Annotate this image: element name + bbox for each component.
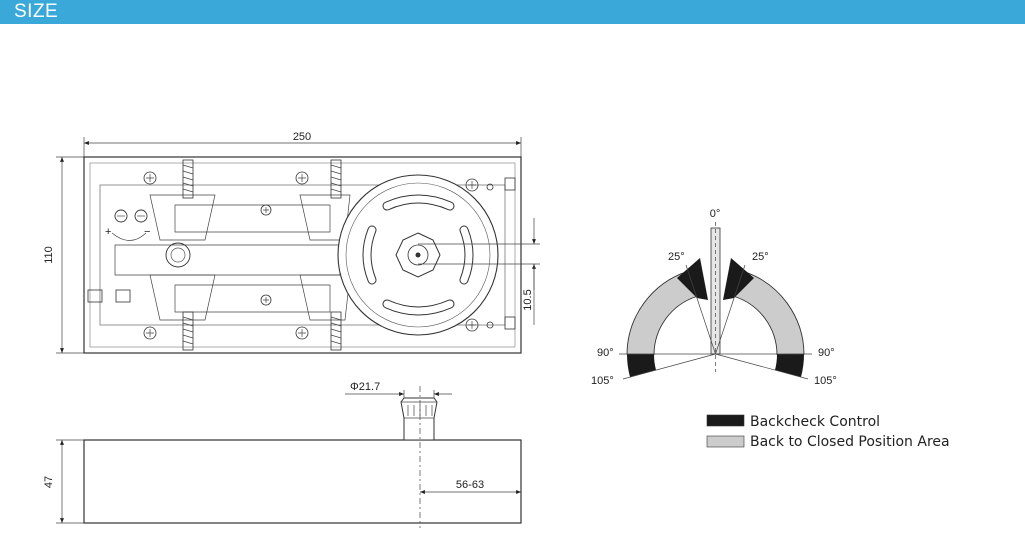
top-height-label: 110 xyxy=(43,246,55,264)
opening-angle-diagram: 0° 25° 25° 90° 90° 105° 105° xyxy=(591,208,837,387)
spring-bottom-left xyxy=(182,311,194,351)
spindle-diameter-label: Φ21.7 xyxy=(350,381,380,393)
angle-right-105-label: 105° xyxy=(814,375,837,387)
legend: Backcheck Control Back to Closed Positio… xyxy=(706,414,950,450)
offset-label: 10.5 xyxy=(522,289,534,310)
top-view: 250 110 xyxy=(43,131,540,354)
spring-top-left xyxy=(182,159,194,199)
legend-label-backcheck: Backcheck Control xyxy=(750,414,880,430)
closer-body-side xyxy=(83,439,522,524)
svg-text:+: + xyxy=(105,226,111,238)
angle-left-105-label: 105° xyxy=(591,375,614,387)
spring-bottom-right xyxy=(330,311,342,351)
angle-left-25-label: 25° xyxy=(668,251,685,263)
angle-right-90-label: 90° xyxy=(818,347,835,359)
angle-left-90-label: 90° xyxy=(597,347,614,359)
adjustment-valves-icon: + − xyxy=(105,209,150,241)
side-offset-label: 56-63 xyxy=(456,479,484,491)
spring-top-right xyxy=(330,159,342,199)
side-height-label: 47 xyxy=(43,476,55,488)
cam-wheel xyxy=(337,174,499,336)
top-width-label: 250 xyxy=(293,131,311,143)
legend-swatch-closed-area xyxy=(706,435,745,448)
svg-text:−: − xyxy=(144,226,150,238)
legend-label-closed-area: Back to Closed Position Area xyxy=(750,434,950,450)
angle-right-25-label: 25° xyxy=(752,251,769,263)
angle-0-label: 0° xyxy=(710,208,721,220)
legend-swatch-backcheck xyxy=(706,414,745,427)
spindle xyxy=(400,397,438,441)
page-title: SIZE xyxy=(14,1,59,22)
screw-icons xyxy=(143,171,494,340)
header-bar: SIZE xyxy=(0,0,1025,24)
side-view: Φ21.7 47 56-63 xyxy=(43,381,522,528)
